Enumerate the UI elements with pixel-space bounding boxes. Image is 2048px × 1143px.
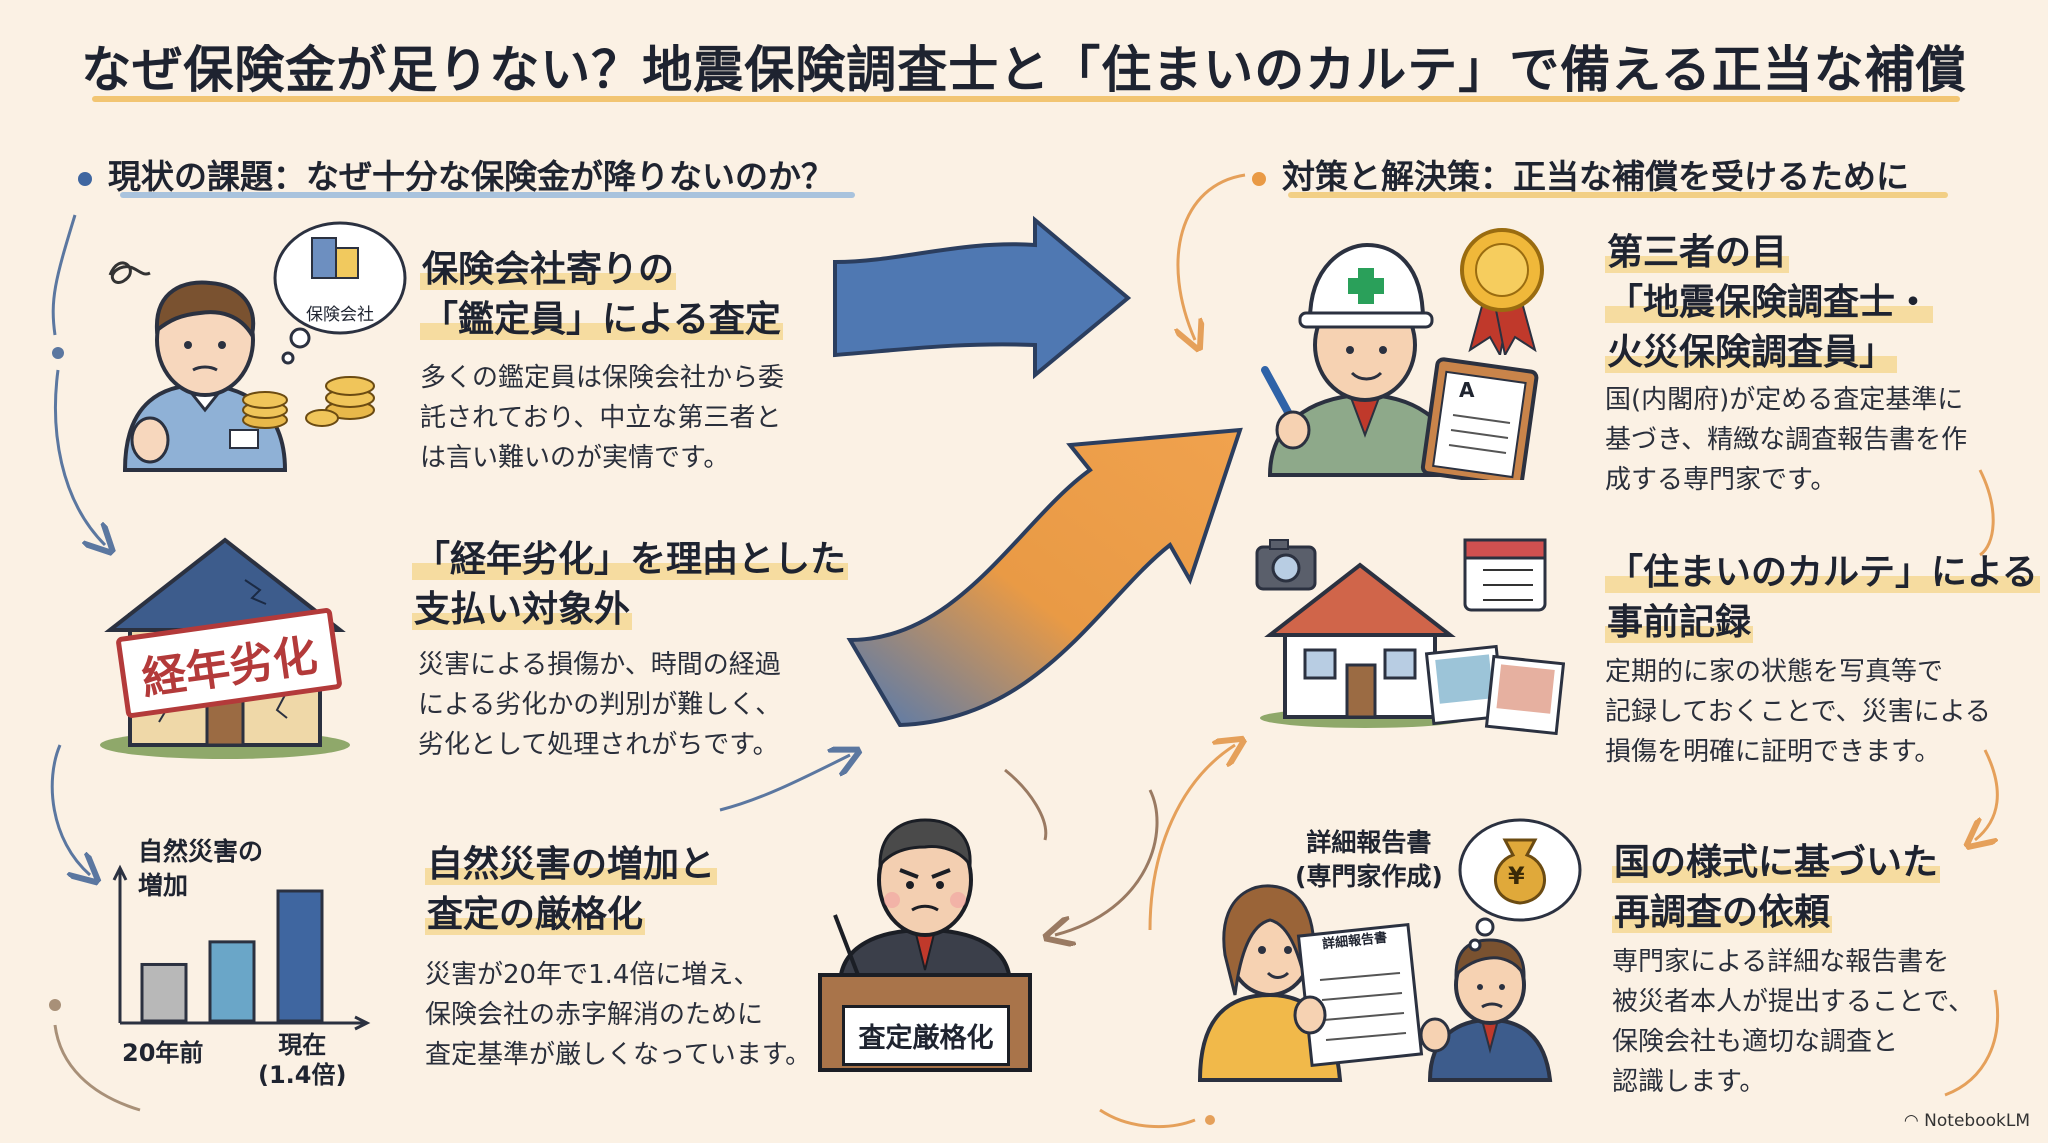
right-item2-title: 「住まいのカルテ」による 事前記録 [1605,548,2040,648]
right-item3-desc: 専門家による詳細な報告書を 被災者本人が提出することで、 保険会社も適切な調査と… [1612,942,1974,1102]
left-section-heading: 現状の課題：なぜ十分な保険金が降りないのか？ [78,150,834,198]
desc-line: 託されており、中立な第三者と [420,403,782,433]
right-item1-desc: 国(内閣府)が定める査定基準に 基づき、精緻な調査報告書を作 成する専門家です。 [1605,380,1967,500]
chart-title: 自然災害の 増加 [138,835,263,903]
gradient-arrow-icon [846,427,1243,728]
coins-icon [242,391,288,429]
page-title: なぜ保険金が足りない？地震保険調査士と「住まいのカルテ」で備える正当な補償 [81,41,1967,99]
award-medal-icon [1460,228,1544,355]
desc-line: 多くの鑑定員は保険会社から委 [420,363,785,393]
left-heading-text: 現状の課題：なぜ十分な保険金が降りないのか？ [108,157,834,196]
desc-line: 保険会社の赤字解消のために [425,1000,764,1030]
yen-symbol: ¥ [1508,862,1525,890]
right-item2-title-line2: 事前記録 [1605,602,1754,643]
left-item2-title: 「経年劣化」を理由とした 支払い対象外 [412,535,849,635]
right-heading-underline [1288,192,1948,198]
camera-icon [1255,539,1317,591]
left-item1-desc: 多くの鑑定員は保険会社から委 託されており、中立な第三者と は言い難いのが実情で… [420,358,784,478]
desc-line: 国(内閣府)が定める査定基準に [1605,385,1964,415]
right-item3-title-line2: 再調査の依頼 [1612,892,1833,933]
money-bag-thought-icon [1458,818,1582,952]
brand-logo: ◠ NotebookLM [1904,1111,2030,1131]
photo-icon [1424,644,1565,735]
chart-bar [208,940,256,1023]
chart-label-now-line1: 現在 [278,1031,327,1059]
notebook-icon: ◠ [1903,1111,1925,1131]
left-item1-title: 保険会社寄りの 「鑑定員」による査定 [420,245,783,345]
desc-line: 査定基準が厳しくなっています。 [425,1040,812,1070]
building-icon [311,237,359,279]
right-heading-text: 対策と解決策：正当な補償を受けるために [1282,157,1909,196]
right-item1-title: 第三者の目 「地震保険調査士・ 火災保険調査員」 [1605,228,1934,378]
desc-line: 災害が20年で1.4倍に増え、 [425,960,760,990]
desc-line: 基づき、精緻な調査報告書を作 [1605,425,1968,455]
chart-bar [140,962,188,1023]
left-item1-title-line2: 「鑑定員」による査定 [420,299,783,340]
house-record-illustration [1255,538,1565,735]
calendar-icon [1463,538,1547,612]
coin-stack-icon [305,376,375,427]
left-heading-underline [120,192,855,198]
desc-line: 被災者本人が提出することで、 [1612,987,1975,1017]
left-item2-desc: 災害による損傷か、時間の経過 による劣化かの判別が難しく、 劣化として処理されが… [418,645,781,765]
inspector-illustration [1261,242,1539,480]
left-item1-title-line1: 保険会社寄りの [420,249,677,290]
desc-line: 記録しておくことで、災害による [1605,697,1991,727]
left-item3-title-line1: 自然災害の増加と [425,844,718,885]
desc-line: 損傷を明確に証明できます。 [1605,737,1941,767]
chart-label-now-line2: (1.4倍) [258,1061,347,1089]
chart-title-line1: 自然災害の [138,837,264,866]
chart-title-line2: 増加 [138,871,189,900]
clipboard-mark: A [1459,378,1475,402]
blue-arrow-icon [833,215,1132,380]
insurance-company-label: 保険会社 [306,305,374,325]
chart-label-past: 20年前 [122,1039,204,1067]
report-label: 詳細報告書 (専門家作成) [1295,826,1443,894]
strict-assessment-sign: 査定厳格化 [842,1005,1010,1066]
right-item1-title-line1: 第三者の目 [1605,232,1790,273]
brand-name: NotebookLM [1924,1111,2030,1131]
desc-line: 専門家による詳細な報告書を [1612,947,1950,977]
right-item2-title-line1: 「住まいのカルテ」による [1605,552,2040,593]
desc-line: 成する専門家です。 [1605,465,1837,495]
right-item3-title: 国の様式に基づいた 再調査の依頼 [1612,838,1941,938]
left-item2-title-line2: 支払い対象外 [412,589,633,630]
chart-label-now: 現在 (1.4倍) [258,1030,346,1090]
desc-line: 保険会社も適切な調査と [1612,1027,1899,1057]
clipboard-icon [1420,357,1539,480]
bullet-dot-icon [1252,171,1266,186]
desc-line: 定期的に家の状態を写真等で [1605,657,1944,687]
connector-arrow-icon [51,214,77,336]
right-item2-desc: 定期的に家の状態を写真等で 記録しておくことで、災害による 損傷を明確に証明でき… [1605,652,1991,772]
desc-line: は言い難いのが実情です。 [420,443,730,473]
desc-line: 認識します。 [1612,1067,1766,1097]
thought-bubble-icon [273,221,407,365]
right-item1-title-line3: 火災保険調査員」 [1605,332,1898,373]
desc-line: 劣化として処理されがちです。 [418,730,779,760]
left-item3-title-line2: 査定の厳格化 [425,894,646,935]
right-item3-title-line1: 国の様式に基づいた [1612,842,1941,883]
right-section-heading: 対策と解決策：正当な補償を受けるために [1252,150,1909,198]
reinvestigation-illustration [1197,884,1553,1082]
left-item3-title: 自然災害の増加と 査定の厳格化 [425,840,718,940]
title-underline [92,96,1960,102]
adjuster-illustration [108,261,288,472]
report-label-line2: (専門家作成) [1295,862,1443,891]
desc-line: による劣化かの判別が難しく、 [418,690,782,720]
bullet-dot-icon [78,171,92,186]
disaster-bar-chart [112,864,371,1031]
left-item3-desc: 災害が20年で1.4倍に増え、 保険会社の赤字解消のために 査定基準が厳しくなっ… [425,955,811,1075]
left-item2-title-line1: 「経年劣化」を理由とした [412,539,849,580]
green-cross-icon [1348,268,1384,304]
chart-bar [276,889,324,1023]
report-label-line1: 詳細報告書 [1306,828,1432,857]
right-item1-title-line2: 「地震保険調査士・ [1605,282,1934,323]
desc-line: 災害による損傷か、時間の経過 [418,650,781,680]
